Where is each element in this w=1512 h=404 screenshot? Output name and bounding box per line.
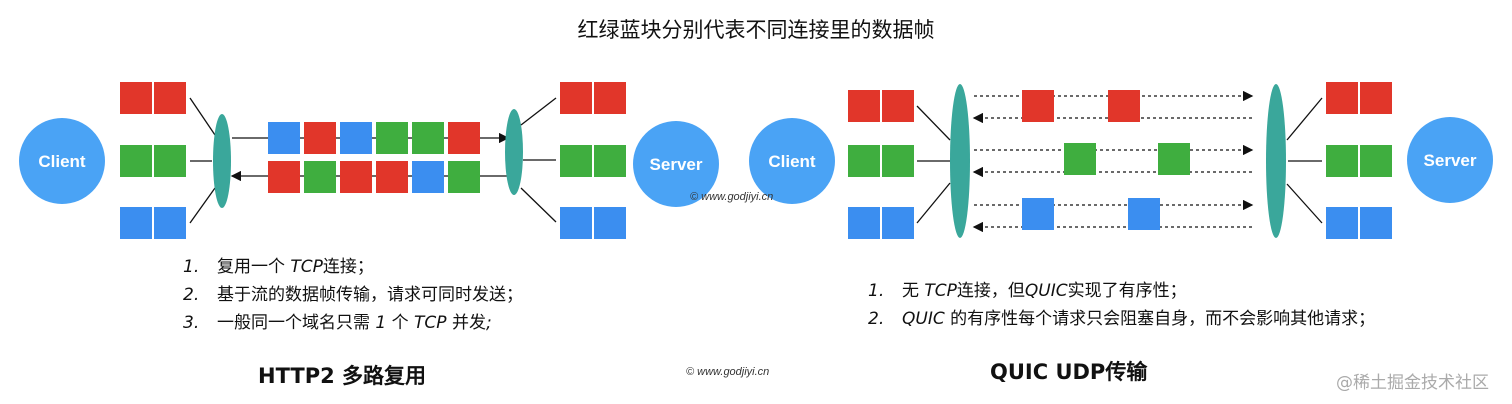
diagram-title: 红绿蓝块分别代表不同连接里的数据帧 xyxy=(577,18,935,42)
blue-data-frame xyxy=(412,161,444,193)
green-data-frame xyxy=(412,122,444,154)
right-server-fan-lines xyxy=(1286,97,1323,224)
left-heading: HTTP2 多路复用 xyxy=(258,364,427,388)
right-stream-frames xyxy=(1022,90,1190,230)
right-server-frames xyxy=(1326,82,1392,239)
left-client-fan-lines xyxy=(189,97,216,224)
list-item: 1.复用一个 TCP连接； xyxy=(183,257,374,277)
right-server-node xyxy=(1407,117,1493,203)
left-server-frames xyxy=(560,82,626,239)
right-server-multiplexer xyxy=(1266,84,1286,238)
red-data-frame xyxy=(268,161,300,193)
red-data-frame xyxy=(448,122,480,154)
list-item: 2.QUIC 的有序性每个请求只会阻塞自身，而不会影响其他请求； xyxy=(868,309,1376,329)
left-server-fan-lines xyxy=(520,97,557,223)
right-feature-list: 1.无 TCP连接，但QUIC实现了有序性； 2.QUIC 的有序性每个请求只会… xyxy=(868,277,1375,333)
right-client-fan-lines xyxy=(916,105,951,224)
left-server-multiplexer xyxy=(505,109,523,195)
right-client-label: Client xyxy=(768,152,816,171)
right-client-node xyxy=(749,118,835,204)
right-heading: QUIC UDP传输 xyxy=(990,360,1148,384)
list-item: 3.一般同一个域名只需 1 个 TCP 并发; xyxy=(183,313,492,333)
right-client-frames xyxy=(848,90,914,239)
left-client-frames xyxy=(120,82,186,239)
left-stream-frames-top xyxy=(268,122,480,154)
bottom-watermark: © www.godjiyi.cn xyxy=(686,366,770,378)
green-data-frame xyxy=(448,161,480,193)
right-server-label: Server xyxy=(1424,151,1477,170)
site-watermark: @稀土掘金技术社区 xyxy=(1336,373,1489,393)
left-server-label: Server xyxy=(650,155,703,174)
list-item: 2.基于流的数据帧传输，请求可同时发送； xyxy=(183,285,523,305)
blue-data-frame xyxy=(268,122,300,154)
left-client-multiplexer xyxy=(213,114,231,208)
diagram-watermark: © www.godjiyi.cn xyxy=(690,191,774,203)
green-data-frame xyxy=(376,122,408,154)
left-stream-frames-bottom xyxy=(268,161,480,193)
left-server-node xyxy=(633,121,719,207)
left-client-label: Client xyxy=(38,152,86,171)
list-item: 1.无 TCP连接，但QUIC实现了有序性； xyxy=(868,281,1187,301)
red-data-frame xyxy=(340,161,372,193)
blue-data-frame xyxy=(340,122,372,154)
red-data-frame xyxy=(376,161,408,193)
left-feature-list: 1.复用一个 TCP连接； 2.基于流的数据帧传输，请求可同时发送； 3.一般同… xyxy=(183,253,523,337)
right-client-multiplexer xyxy=(950,84,970,238)
red-data-frame xyxy=(304,122,336,154)
left-client-node xyxy=(19,118,105,204)
green-data-frame xyxy=(304,161,336,193)
